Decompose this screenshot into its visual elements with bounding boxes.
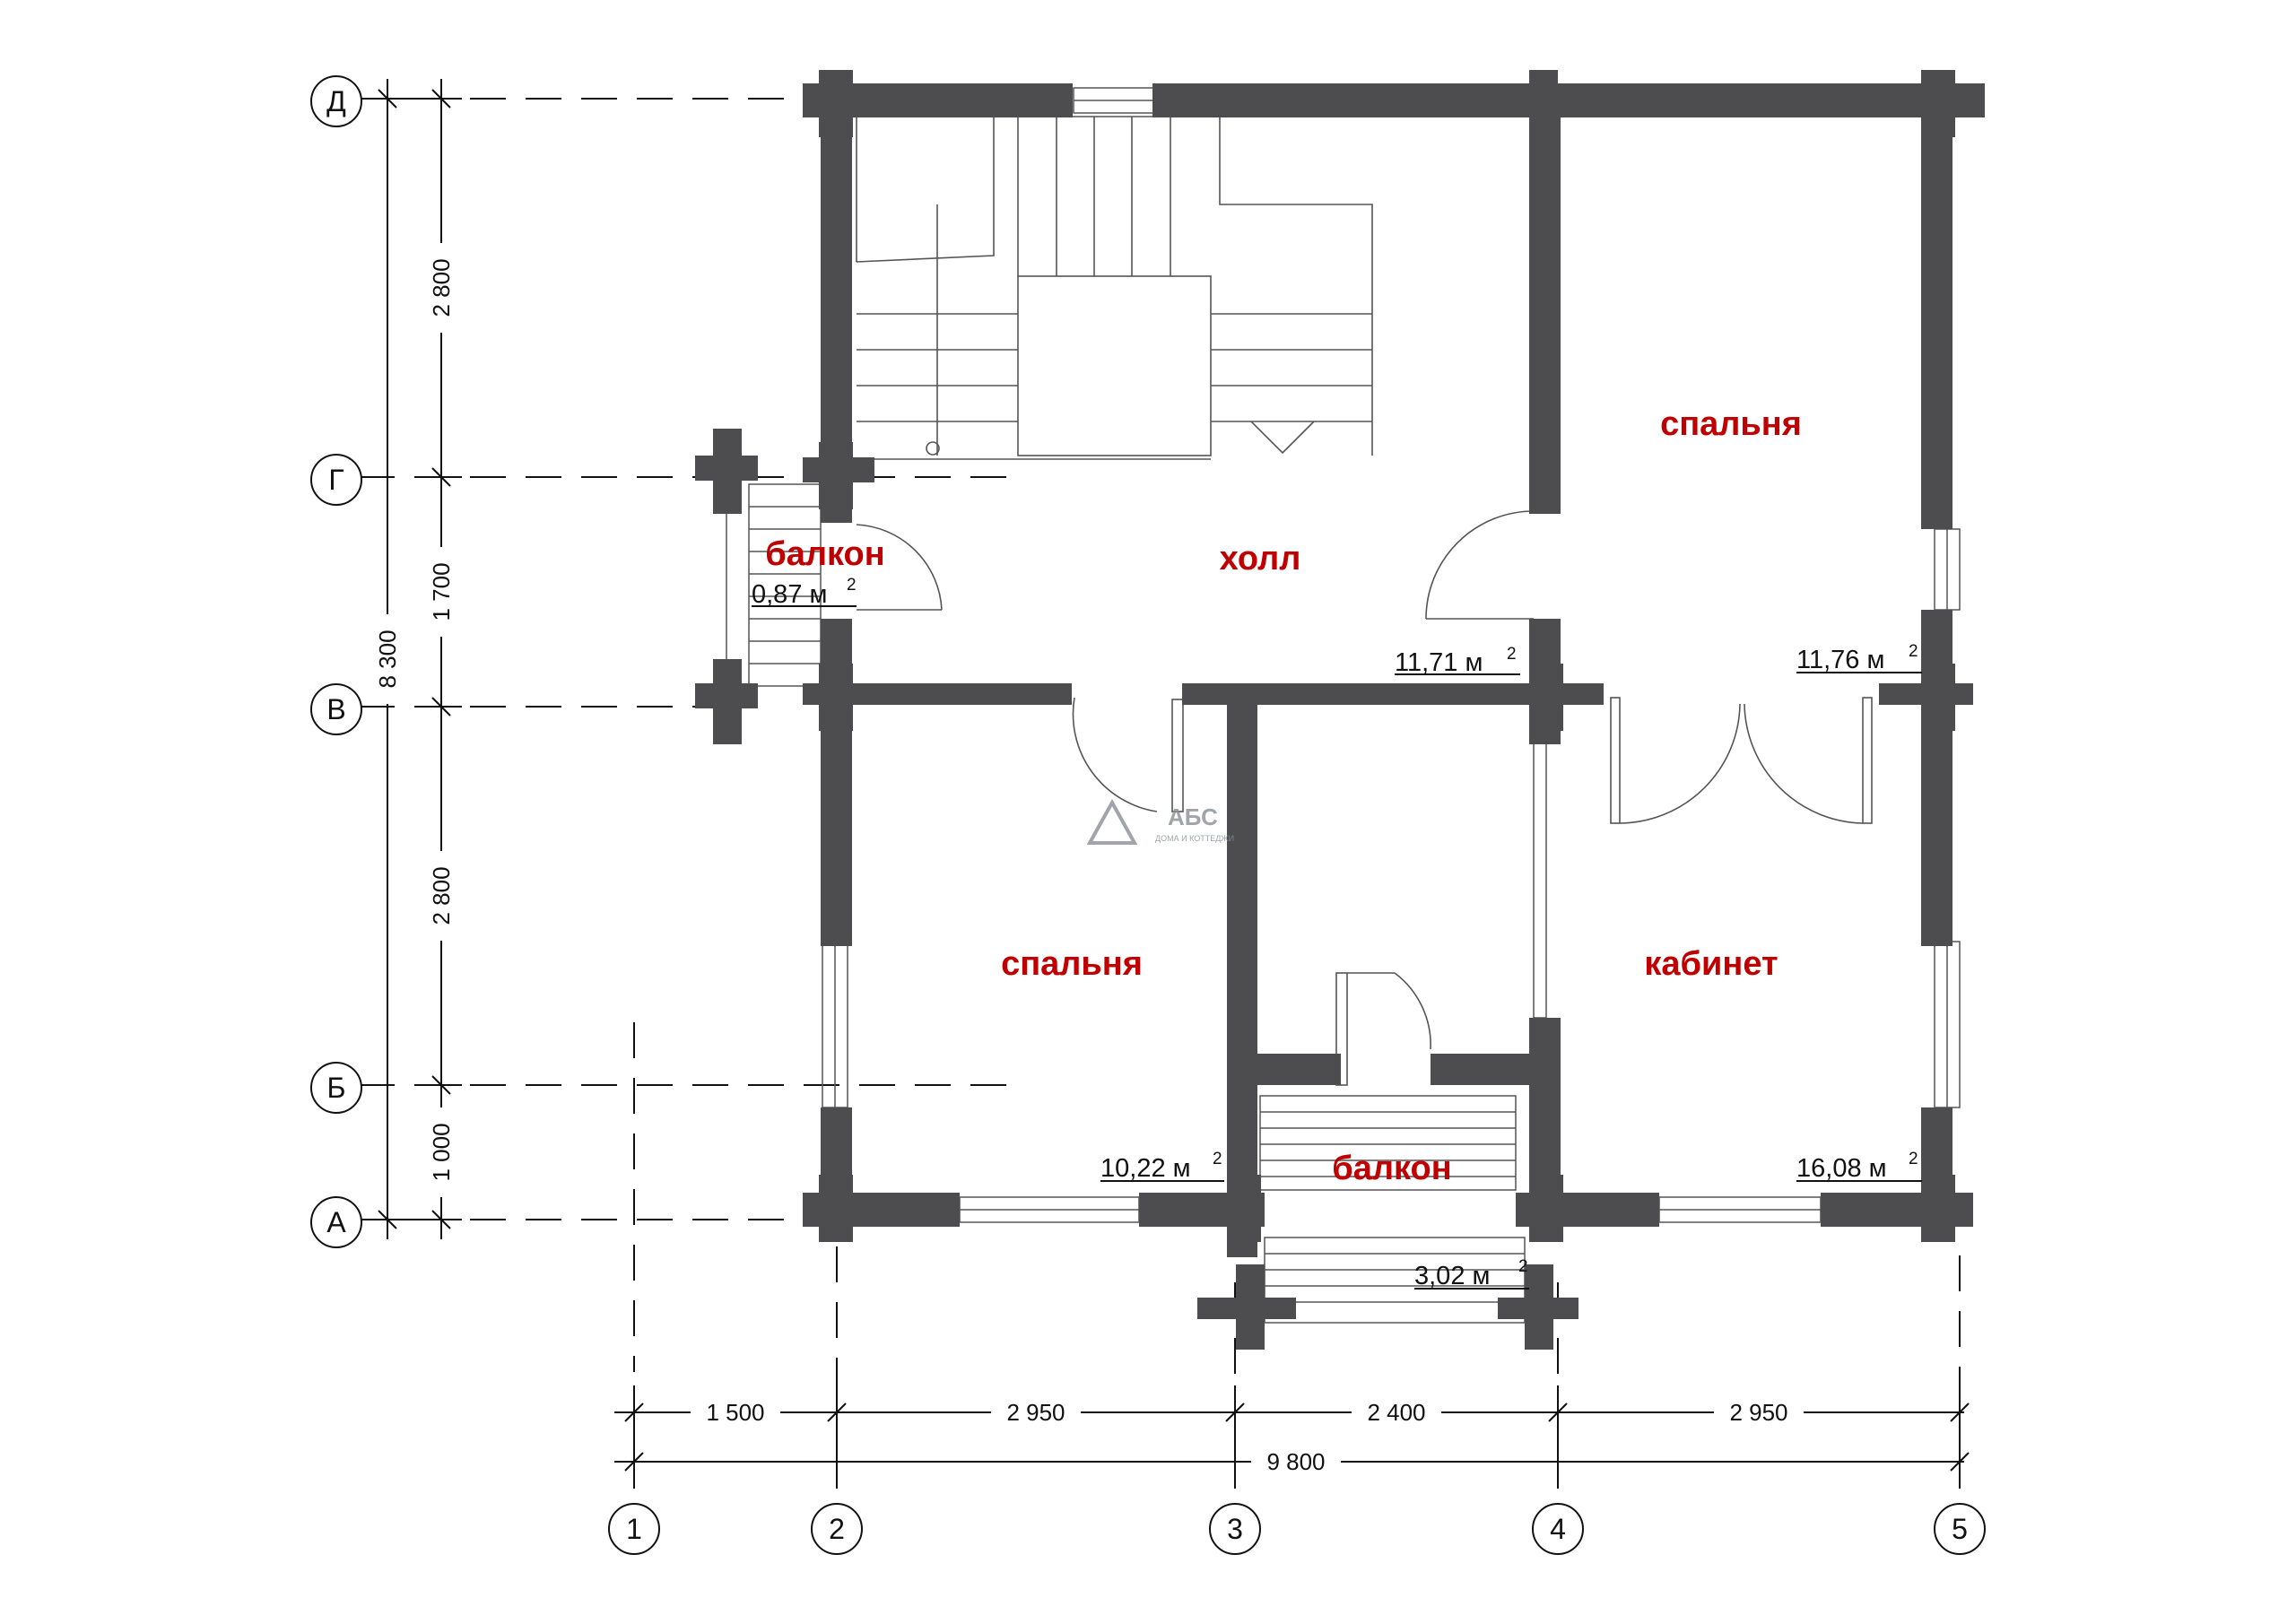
bottom-dimension-labels: 1 500 2 950 2 400 2 950 9 800: [691, 1399, 1804, 1475]
dim-bottom-2: 2 950: [1006, 1399, 1065, 1426]
axis-markers-vertical: 1 2 3 4 5: [608, 1503, 1986, 1555]
svg-text:2: 2: [1507, 645, 1517, 664]
axis-marker-b: Б: [310, 1062, 362, 1114]
balcony-bottom-name: балкон: [1332, 1150, 1451, 1187]
svg-text:3,02 м: 3,02 м: [1414, 1262, 1490, 1290]
hall-name: холл: [1220, 540, 1301, 578]
bedroom-left-name: спальня: [1001, 945, 1143, 983]
svg-text:11,76 м: 11,76 м: [1796, 646, 1884, 674]
svg-text:10,22 м: 10,22 м: [1100, 1154, 1191, 1183]
dim-bottom-4: 2 950: [1729, 1399, 1787, 1426]
axis-marker-g: Г: [310, 454, 362, 506]
axis-marker-3: 3: [1209, 1503, 1261, 1555]
svg-text:2: 2: [1518, 1257, 1528, 1276]
axis-marker-d: Д: [310, 75, 362, 127]
svg-text:0,87 м: 0,87 м: [752, 580, 827, 609]
svg-text:4: 4: [1550, 1513, 1566, 1545]
svg-text:2: 2: [1909, 642, 1918, 661]
svg-text:В: В: [326, 693, 345, 725]
axis-marker-2: 2: [811, 1503, 863, 1555]
doors: [856, 510, 1873, 1086]
dim-bottom-total: 9 800: [1266, 1448, 1325, 1475]
dim-left-4: 1 000: [428, 1123, 455, 1181]
windows: [822, 87, 1961, 1223]
svg-text:5: 5: [1952, 1513, 1968, 1545]
svg-text:Б: Б: [327, 1072, 346, 1104]
axis-marker-1: 1: [608, 1503, 660, 1555]
svg-text:11,71 м: 11,71 м: [1395, 648, 1483, 677]
dim-left-1: 2 800: [428, 258, 455, 317]
dim-bottom-3: 2 400: [1367, 1399, 1425, 1426]
bedroom-left-area: 10,22 м 2: [1100, 1150, 1224, 1183]
svg-text:1: 1: [626, 1513, 642, 1545]
bedroom-top-name: спальня: [1660, 405, 1802, 443]
svg-text:2: 2: [1909, 1150, 1918, 1168]
dim-left-2: 1 700: [428, 562, 455, 621]
dim-bottom-1: 1 500: [706, 1399, 764, 1426]
walls: [803, 83, 1985, 1350]
svg-text:А: А: [326, 1206, 346, 1238]
balcony-bottom-area: 3,02 м 2: [1414, 1257, 1529, 1290]
logo-tagline: ДОМА И КОТТЕДЖИ: [1155, 834, 1234, 843]
dim-left-3: 2 800: [428, 866, 455, 925]
area-labels: 11,71 м 2 11,76 м 2 10,22 м 2 16,08 м 2 …: [752, 576, 1922, 1290]
logo-triangle-icon: [1086, 798, 1138, 845]
axis-marker-4: 4: [1532, 1503, 1584, 1555]
axis-marker-a: А: [310, 1196, 362, 1248]
balcony-left-area: 0,87 м 2: [752, 576, 857, 609]
axis-markers-horizontal: Д Г В Б А: [310, 75, 362, 1248]
room-labels: холл спальня спальня кабинет балкон балк…: [765, 405, 1802, 1187]
svg-text:Г: Г: [328, 464, 344, 496]
svg-text:2: 2: [829, 1513, 845, 1545]
balcony-left-name: балкон: [765, 535, 884, 573]
study-name: кабинет: [1644, 945, 1778, 983]
svg-text:3: 3: [1227, 1513, 1243, 1545]
brand-logo: АБС ДОМА И КОТТЕДЖИ: [1086, 798, 1234, 845]
left-dimension-labels: 2 800 1 700 2 800 1 000 8 300: [373, 243, 456, 1197]
svg-text:Д: Д: [326, 85, 346, 117]
dim-left-total: 8 300: [374, 630, 401, 688]
logo-mark: АБС: [1168, 803, 1218, 830]
hall-area: 11,71 м 2: [1395, 645, 1520, 677]
svg-text:2: 2: [847, 576, 857, 595]
axis-marker-5: 5: [1934, 1503, 1986, 1555]
svg-text:16,08 м: 16,08 м: [1796, 1154, 1887, 1183]
axis-marker-v: В: [310, 683, 362, 735]
staircase: [852, 116, 1373, 460]
bedroom-top-area: 11,76 м 2: [1796, 642, 1922, 674]
log-corners: [695, 70, 1973, 1242]
svg-text:2: 2: [1213, 1150, 1222, 1168]
study-area: 16,08 м 2: [1796, 1150, 1922, 1183]
